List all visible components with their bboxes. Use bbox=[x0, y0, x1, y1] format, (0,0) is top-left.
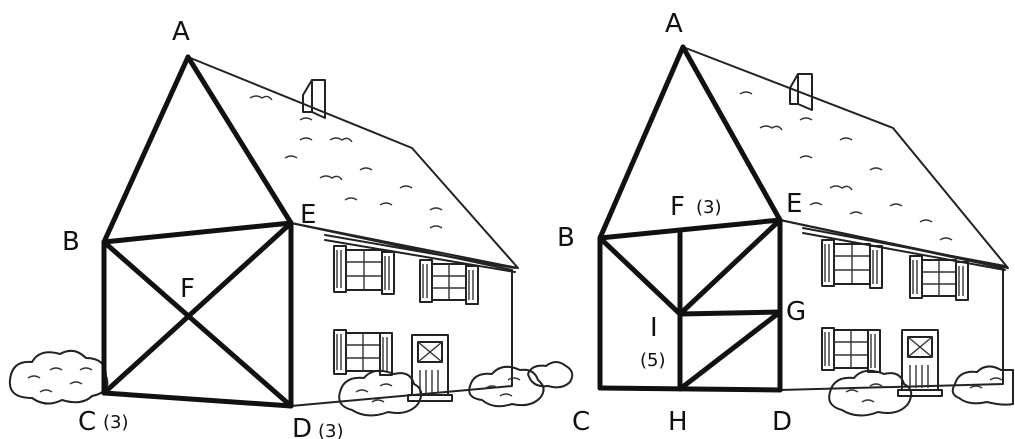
left-door bbox=[407, 334, 453, 402]
right-label-a: A bbox=[665, 9, 683, 39]
right-gable-figure bbox=[597, 44, 783, 393]
left-bush-3 bbox=[468, 365, 545, 408]
right-label-f: F bbox=[670, 192, 685, 222]
right-bush-2 bbox=[951, 365, 1014, 406]
left-bush-1 bbox=[8, 349, 109, 405]
left-label-f: F bbox=[180, 274, 195, 304]
left-label-a: A bbox=[172, 17, 190, 47]
left-lower-window bbox=[333, 329, 393, 376]
right-house: A B C D E F (3) G H I (5) bbox=[557, 9, 1014, 437]
left-upper-window-2 bbox=[419, 259, 479, 305]
left-label-c: C bbox=[78, 407, 96, 437]
left-bush-2 bbox=[338, 369, 423, 417]
left-label-e: E bbox=[300, 200, 316, 230]
right-label-f-count: (3) bbox=[696, 197, 722, 218]
left-label-d-count: (3) bbox=[318, 421, 344, 439]
left-gable-figure bbox=[101, 54, 294, 409]
right-label-h: H bbox=[668, 407, 688, 437]
right-label-g: G bbox=[786, 297, 806, 327]
right-roof-shingles bbox=[739, 91, 953, 241]
right-upper-window-2 bbox=[909, 255, 969, 301]
right-label-i: I bbox=[650, 313, 658, 343]
right-label-b: B bbox=[557, 223, 575, 253]
right-label-c: C bbox=[572, 407, 590, 437]
left-bush-4 bbox=[527, 361, 574, 389]
left-label-c-count: (3) bbox=[103, 412, 129, 433]
left-upper-window-1 bbox=[333, 245, 395, 295]
right-door bbox=[897, 329, 943, 397]
left-side-wall bbox=[290, 222, 513, 407]
right-label-e: E bbox=[786, 189, 802, 219]
right-label-d: D bbox=[772, 407, 792, 437]
left-roof-shingles bbox=[249, 95, 443, 229]
left-house: A B C (3) D (3) E F bbox=[8, 17, 574, 439]
right-lower-window bbox=[821, 327, 881, 373]
right-bush-1 bbox=[828, 369, 913, 417]
left-label-d: D bbox=[292, 414, 312, 439]
left-label-b: B bbox=[62, 227, 80, 257]
right-label-i-count: (5) bbox=[640, 350, 666, 371]
right-upper-window-1 bbox=[821, 239, 883, 289]
